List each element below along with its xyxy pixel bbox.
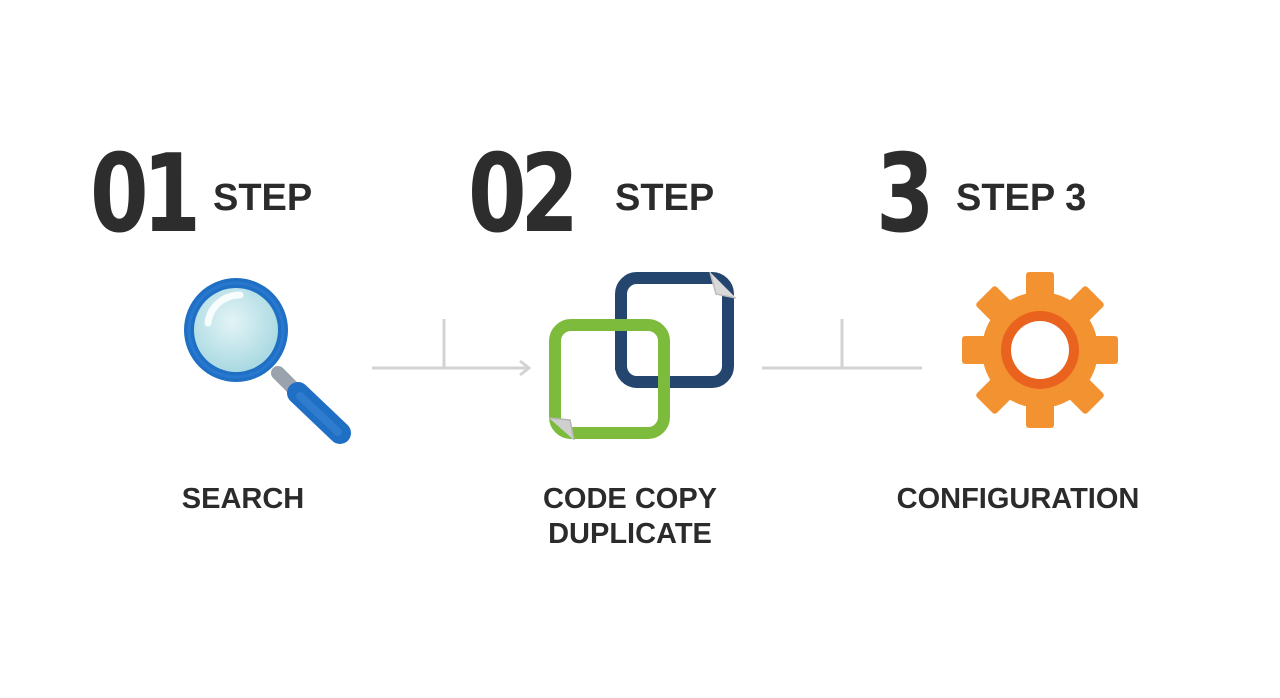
copy-icon bbox=[548, 271, 737, 441]
step-1-number: 01 bbox=[90, 132, 201, 257]
connector-line-2 bbox=[762, 319, 922, 370]
step-1-label: STEP bbox=[213, 177, 313, 219]
step-2-caption: CODE COPY DUPLICATE bbox=[530, 482, 730, 552]
step-2-caption-line-2: DUPLICATE bbox=[548, 518, 712, 550]
step-2-number: 02 bbox=[468, 132, 579, 257]
step-2-label: STEP bbox=[615, 177, 715, 219]
step-3-label: STEP 3 bbox=[956, 177, 1087, 219]
connector-arrow-1 bbox=[372, 319, 532, 377]
step-3-caption-line-1: CONFIGURATION bbox=[896, 483, 1140, 515]
gear-icon bbox=[962, 272, 1118, 428]
magnifier-icon bbox=[184, 278, 351, 444]
step-3-caption: CONFIGURATION bbox=[888, 482, 1148, 517]
step-1-caption: SEARCH bbox=[143, 482, 343, 517]
step-3-number: 3 bbox=[876, 132, 935, 257]
step-1-caption-line-1: SEARCH bbox=[181, 483, 305, 515]
step-2-caption-line-1: CODE COPY bbox=[542, 483, 718, 515]
